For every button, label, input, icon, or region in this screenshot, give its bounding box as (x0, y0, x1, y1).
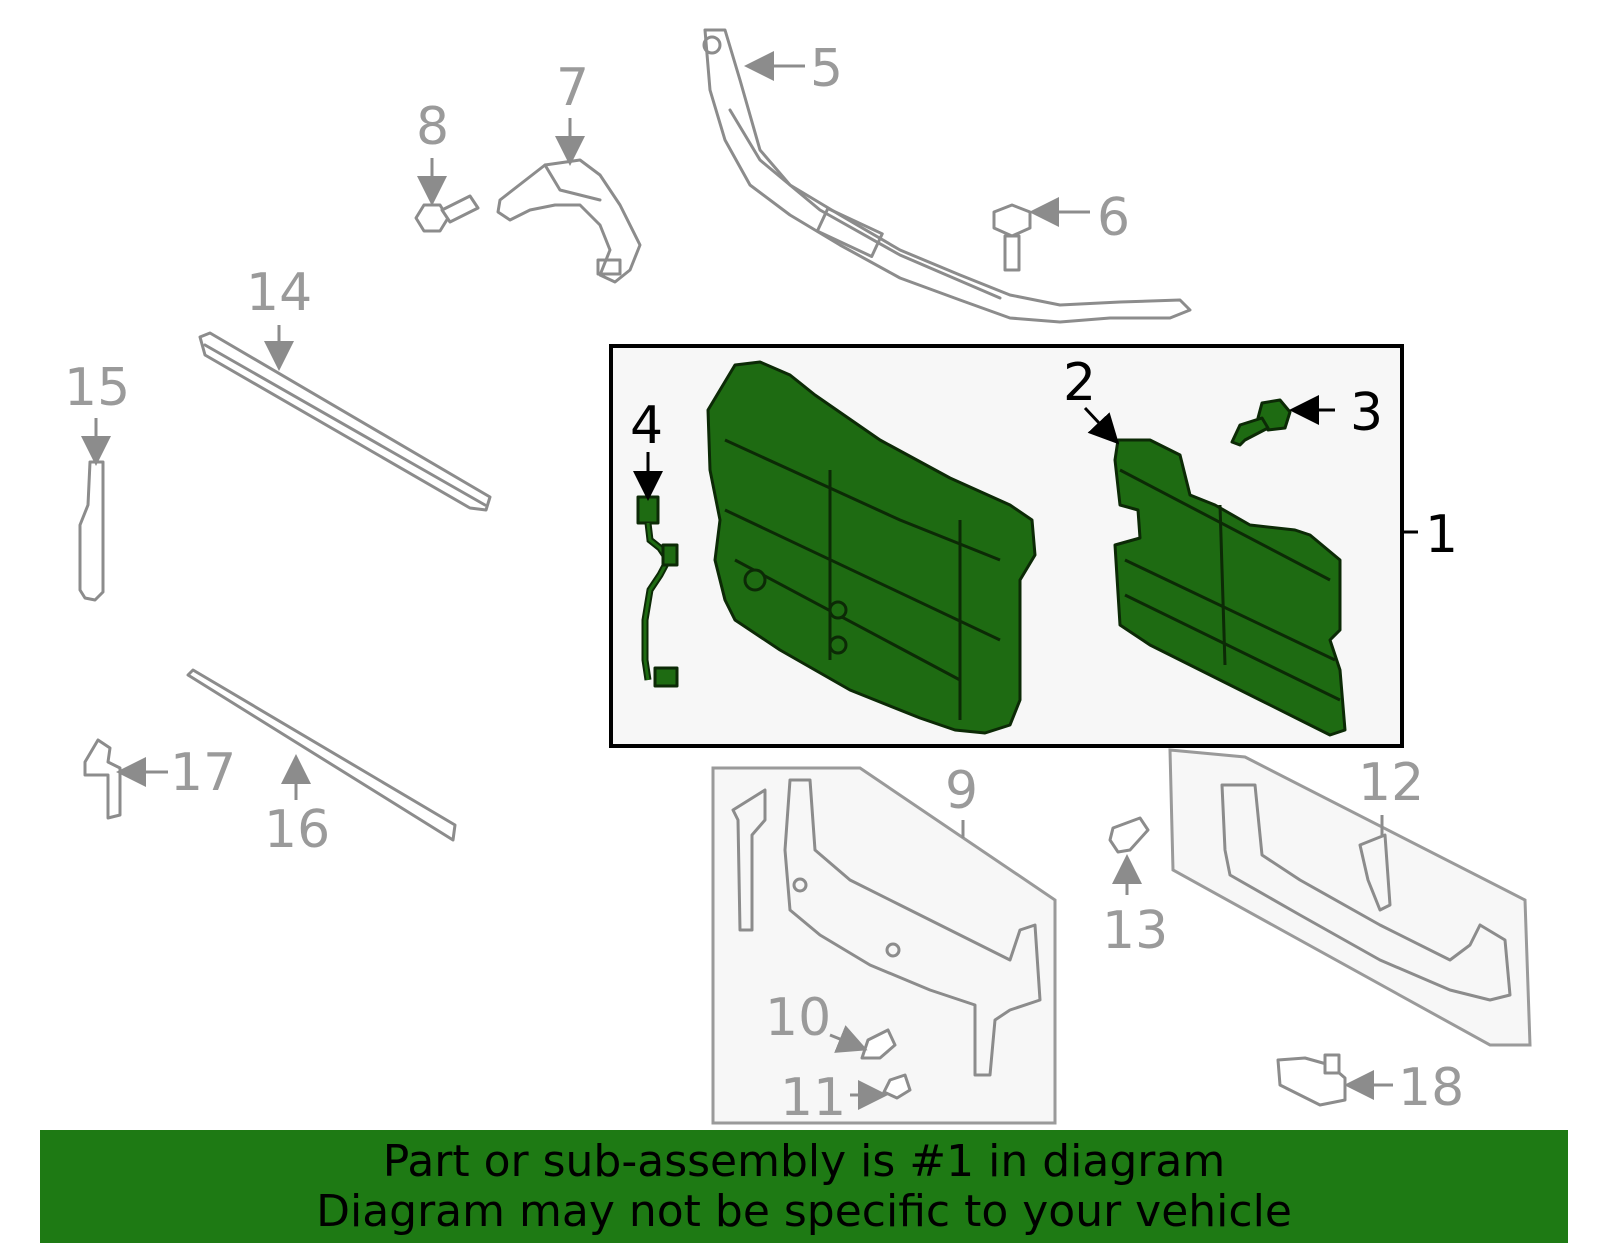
part-2-shutter[interactable] (1113, 438, 1347, 737)
part-3-bolt[interactable] (1230, 398, 1292, 447)
leader-lines (81, 51, 1418, 1110)
part-7-bracket[interactable] (496, 158, 642, 284)
part-18-sensor[interactable] (1276, 1053, 1347, 1107)
callout-6: 6 (1097, 188, 1130, 248)
part-16-strip[interactable] (186, 668, 457, 842)
callout-3: 3 (1350, 383, 1383, 443)
disclaimer-banner: Part or sub-assembly is #1 in diagram Di… (40, 1130, 1568, 1243)
part-8-bolt[interactable] (414, 194, 480, 233)
part-12-assembly[interactable] (1168, 748, 1532, 1047)
callout-11: 11 (780, 1068, 846, 1128)
callout-15: 15 (64, 358, 130, 418)
banner-line-2: Diagram may not be specific to your vehi… (316, 1185, 1292, 1237)
part-1-frame[interactable] (706, 360, 1037, 735)
callout-5: 5 (810, 39, 843, 99)
callout-2: 2 (1063, 353, 1096, 413)
callout-13: 13 (1102, 901, 1168, 961)
callout-10: 10 (765, 988, 831, 1048)
part-4-harness[interactable] (636, 495, 679, 688)
part-15-seal[interactable] (78, 460, 105, 602)
banner-line-1: Part or sub-assembly is #1 in diagram (382, 1135, 1226, 1187)
part-14-rail[interactable] (198, 331, 492, 512)
part-9-assembly[interactable] (711, 766, 1057, 1125)
callout-9: 9 (945, 761, 978, 821)
part-13-pin[interactable] (1108, 816, 1150, 854)
callout-14: 14 (246, 263, 312, 323)
callout-7: 7 (556, 58, 589, 118)
callout-1: 1 (1425, 505, 1458, 565)
callout-17: 17 (170, 743, 236, 803)
part-5-upper-tie-bar[interactable] (702, 28, 1192, 324)
callout-12: 12 (1358, 753, 1424, 813)
callout-16: 16 (264, 800, 330, 860)
part-6-bolt[interactable] (992, 203, 1032, 272)
callout-4: 4 (630, 396, 663, 456)
part-17-clip[interactable] (83, 738, 122, 820)
callout-8: 8 (416, 97, 449, 157)
callout-18: 18 (1398, 1058, 1464, 1118)
